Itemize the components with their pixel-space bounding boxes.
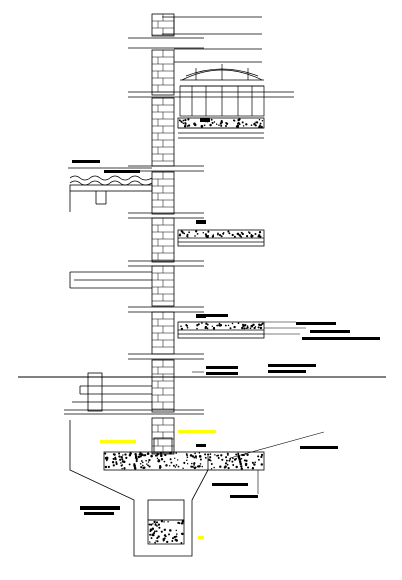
parapet-top bbox=[162, 16, 262, 63]
floor-slab-bands bbox=[128, 37, 204, 360]
highlight-labels bbox=[100, 430, 216, 539]
plinth-steps bbox=[64, 372, 204, 415]
brick-wall-column bbox=[151, 13, 175, 455]
roof-water-tank bbox=[179, 64, 265, 117]
foundation-footing bbox=[69, 420, 265, 557]
roof-slab bbox=[128, 91, 294, 139]
redacted-labels bbox=[72, 118, 380, 515]
balcony-slab bbox=[68, 167, 153, 212]
floor-slab-3 bbox=[177, 321, 265, 339]
cornice-projection bbox=[69, 271, 152, 289]
floor-slab-2 bbox=[177, 229, 265, 247]
leader-lines bbox=[192, 321, 325, 494]
